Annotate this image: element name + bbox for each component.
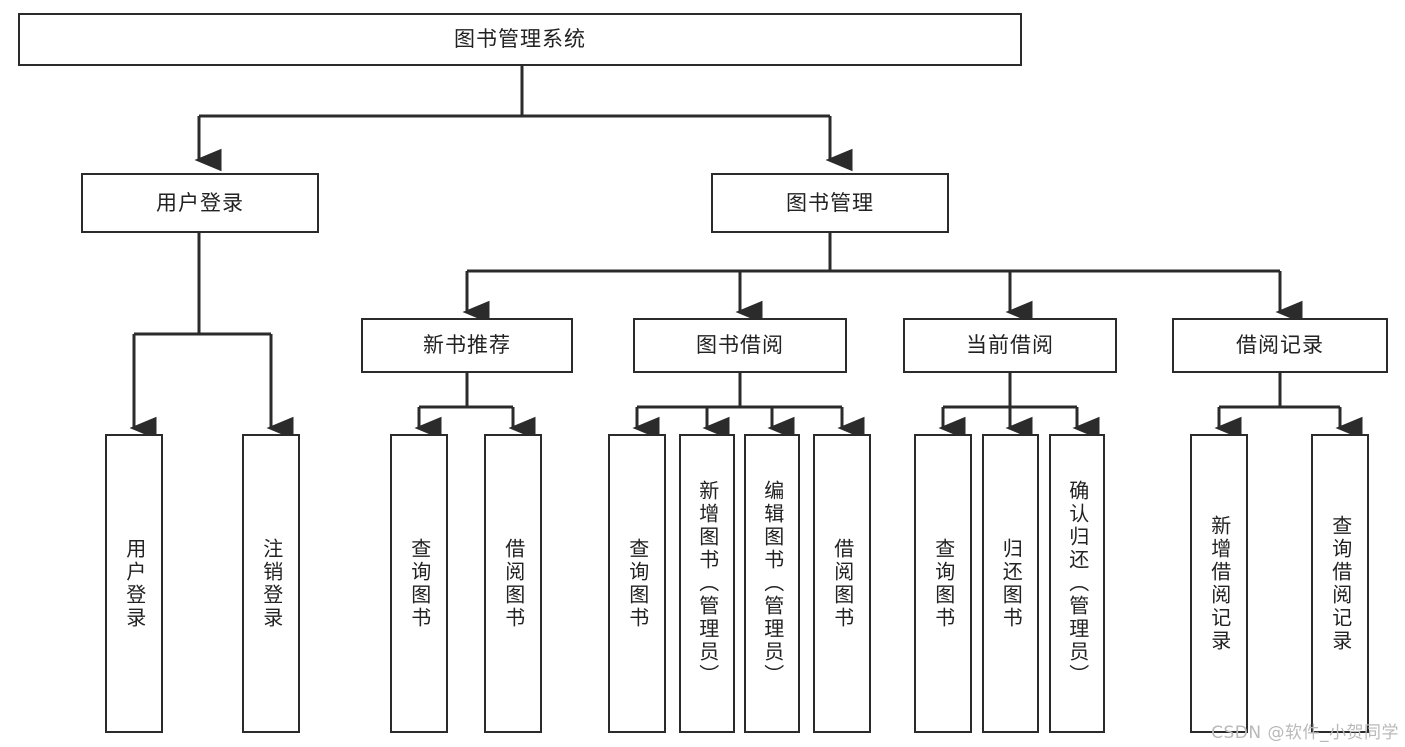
leaf-br-add-record-label: 新增借阅记录 (1207, 514, 1232, 653)
leaf-cb-return-book-label: 归还图书 (999, 537, 1024, 630)
leaf-cb-confirm-return[interactable]: 确认归还（管理员） (1049, 434, 1105, 733)
leaf-cb-query-book-label: 查询图书 (931, 537, 956, 630)
leaf-cb-query-book[interactable]: 查询图书 (914, 434, 972, 733)
node-book-borrow-label: 图书借阅 (696, 333, 784, 358)
leaf-user-login-label: 用户登录 (122, 537, 147, 630)
leaf-cb-confirm-return-label: 确认归还（管理员） (1065, 480, 1090, 687)
leaf-bb-query-book[interactable]: 查询图书 (608, 434, 666, 733)
node-user-login[interactable]: 用户登录 (81, 173, 319, 233)
leaf-bb-query-book-label: 查询图书 (625, 537, 650, 630)
leaf-cb-return-book[interactable]: 归还图书 (982, 434, 1039, 733)
node-book-borrow[interactable]: 图书借阅 (633, 318, 847, 373)
node-book-manage[interactable]: 图书管理 (711, 173, 949, 233)
leaf-bb-add-book-label: 新增图书（管理员） (695, 480, 720, 687)
node-borrow-record[interactable]: 借阅记录 (1172, 318, 1388, 373)
leaf-user-login[interactable]: 用户登录 (105, 434, 163, 733)
node-book-manage-label: 图书管理 (786, 190, 874, 215)
leaf-bb-borrow-book[interactable]: 借阅图书 (813, 434, 871, 733)
node-current-borrow-label: 当前借阅 (966, 333, 1054, 358)
node-root[interactable]: 图书管理系统 (18, 13, 1022, 66)
csdn-watermark: CSDN @软件_小贺同学 (1211, 723, 1399, 743)
leaf-bb-borrow-book-label: 借阅图书 (830, 537, 855, 630)
leaf-nb-query-book-label: 查询图书 (407, 537, 432, 630)
leaf-br-add-record[interactable]: 新增借阅记录 (1190, 434, 1248, 733)
node-new-book-recommend-label: 新书推荐 (423, 333, 511, 358)
leaf-bb-edit-book[interactable]: 编辑图书（管理员） (744, 434, 800, 733)
node-borrow-record-label: 借阅记录 (1236, 333, 1324, 358)
leaf-logout[interactable]: 注销登录 (242, 434, 300, 733)
node-root-label: 图书管理系统 (454, 27, 586, 52)
leaf-br-query-record-label: 查询借阅记录 (1328, 514, 1353, 653)
node-current-borrow[interactable]: 当前借阅 (903, 318, 1117, 373)
leaf-bb-add-book[interactable]: 新增图书（管理员） (679, 434, 735, 733)
leaf-nb-borrow-book-label: 借阅图书 (501, 537, 526, 630)
leaf-nb-borrow-book[interactable]: 借阅图书 (484, 434, 542, 733)
leaf-bb-edit-book-label: 编辑图书（管理员） (760, 480, 785, 687)
leaf-nb-query-book[interactable]: 查询图书 (390, 434, 448, 733)
leaf-logout-label: 注销登录 (259, 537, 284, 630)
leaf-br-query-record[interactable]: 查询借阅记录 (1311, 434, 1369, 733)
node-user-login-label: 用户登录 (156, 190, 244, 215)
node-new-book-recommend[interactable]: 新书推荐 (361, 318, 573, 373)
